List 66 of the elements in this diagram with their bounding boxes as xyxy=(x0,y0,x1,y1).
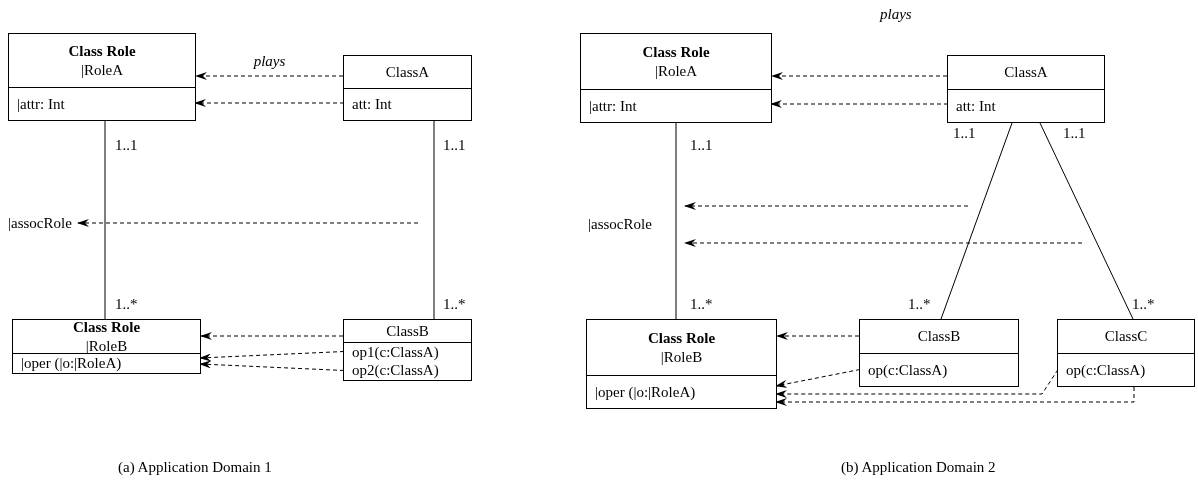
member-row: att: Int xyxy=(948,89,1104,122)
class-box xyxy=(586,319,777,409)
dashed-arrow xyxy=(684,202,969,210)
class-box xyxy=(1057,319,1195,387)
member-row: |attr: Int xyxy=(581,89,771,122)
multiplicity-label: 1..* xyxy=(1132,295,1155,314)
subfigure-caption: (b) Application Domain 2 xyxy=(841,458,996,477)
dashed-arrow xyxy=(775,386,1135,406)
member-row: att: Int xyxy=(344,88,471,120)
multiplicity-label: 1..* xyxy=(443,295,466,314)
dashed-arrow xyxy=(776,332,860,340)
association-line xyxy=(940,122,1013,320)
role-label: |assocRole xyxy=(588,198,685,250)
dashed-arrow xyxy=(77,219,419,227)
class-box xyxy=(859,319,1019,387)
member-row: |oper (|o:|RoleA) xyxy=(13,353,200,373)
member-row: |attr: Int xyxy=(9,87,195,120)
dashed-arrow xyxy=(770,100,949,108)
subfigure-caption: (a) Application Domain 1 xyxy=(118,458,272,477)
association-line xyxy=(104,120,106,320)
dashed-arrow xyxy=(194,99,345,107)
dashed-arrow xyxy=(684,239,1083,247)
multiplicity-label: 1..1 xyxy=(115,136,138,155)
multiplicity-label: 1..1 xyxy=(953,124,976,143)
class-name: ClassB xyxy=(386,321,429,341)
association-line xyxy=(675,122,677,320)
role-label: |assocRole xyxy=(8,213,78,233)
stereotype-label: Class Role xyxy=(642,42,710,62)
stereotype-label: Class Role xyxy=(72,317,141,337)
stereotype-label: Class Role xyxy=(647,328,716,348)
class-box xyxy=(8,33,196,121)
multiplicity-label: 1..1 xyxy=(690,136,713,155)
multiplicity-label: 1..1 xyxy=(443,136,466,155)
class-name: ClassA xyxy=(385,62,430,82)
class-name: |RoleA xyxy=(654,61,698,81)
class-name: ClassB xyxy=(917,327,961,346)
role-label: plays xyxy=(880,5,912,24)
class-box xyxy=(12,319,201,374)
dashed-arrow xyxy=(771,72,948,80)
class-name: ClassA xyxy=(1004,63,1048,82)
association-line xyxy=(1039,122,1134,320)
dashed-arrow xyxy=(775,369,861,388)
class-name: |RoleB xyxy=(660,347,703,367)
class-box xyxy=(343,55,472,121)
association-line xyxy=(433,120,435,320)
member-row: op(c:ClassA) xyxy=(860,353,1018,386)
class-name: |RoleA xyxy=(80,60,124,80)
dashed-arrow xyxy=(200,332,344,340)
multiplicity-label: 1..1 xyxy=(1063,124,1086,143)
dashed-arrow xyxy=(195,72,344,80)
dashed-arrow xyxy=(199,351,345,362)
class-box xyxy=(343,319,472,381)
class-name: |RoleB xyxy=(85,336,128,356)
member-row: op2(c:ClassA) xyxy=(344,361,471,380)
stereotype-label: Class Role xyxy=(68,41,136,61)
class-name: ClassC xyxy=(1104,327,1148,346)
member-row: |oper (|o:|RoleA) xyxy=(587,375,776,408)
member-row: op(c:ClassA) xyxy=(1058,353,1194,386)
member-row: op1(c:ClassA) xyxy=(344,342,471,361)
class-box xyxy=(947,55,1105,123)
multiplicity-label: 1..* xyxy=(690,295,713,314)
dashed-arrow xyxy=(775,369,1059,398)
multiplicity-label: 1..* xyxy=(115,295,138,314)
dashed-arrow xyxy=(199,360,345,371)
multiplicity-label: 1..* xyxy=(908,295,931,314)
class-box xyxy=(580,33,772,123)
